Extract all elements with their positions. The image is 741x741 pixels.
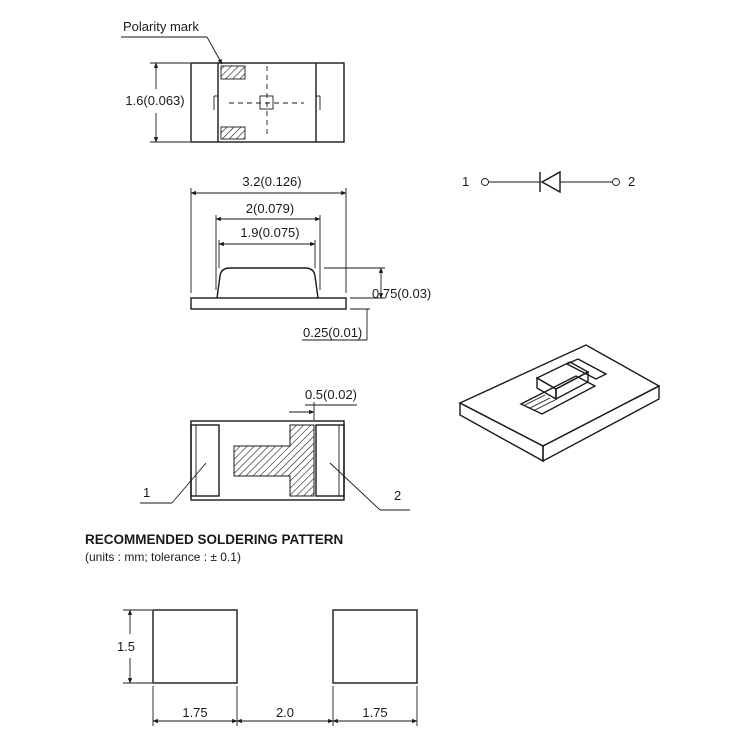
side-view: 3.2(0.126) 2(0.079) 1.9(0.075) 0.75(0.03… xyxy=(190,174,431,341)
solder-pad-right xyxy=(332,609,418,684)
inner-19-dimension: 1.9(0.075) xyxy=(240,225,299,240)
top-view: Polarity mark 1.6(0.063) xyxy=(121,19,345,143)
soldering-title: RECOMMENDED SOLDERING PATTERN xyxy=(85,532,343,547)
schematic-pin2-label: 2 xyxy=(628,174,635,189)
polarity-mark-top xyxy=(220,65,246,80)
pad-width-left-value: 1.75 xyxy=(182,705,207,720)
polarity-leader-arrow xyxy=(206,36,223,65)
polarity-mark-label: Polarity mark xyxy=(123,19,199,34)
soldering-pattern: RECOMMENDED SOLDERING PATTERN (units : m… xyxy=(85,532,418,726)
pad-right xyxy=(315,424,345,497)
iso-3d-view xyxy=(458,344,661,463)
led-die xyxy=(259,95,274,110)
pad-left xyxy=(190,424,220,497)
pin1-label: 1 xyxy=(143,485,150,500)
body-height-dimension: 0.75(0.03) xyxy=(372,286,431,301)
cathode-hatch xyxy=(233,424,315,497)
pad-width-right-value: 1.75 xyxy=(362,705,387,720)
length-dimension: 3.2(0.126) xyxy=(242,174,301,189)
spacing-value: 2.0 xyxy=(276,705,294,720)
diode-schematic: 1 2 xyxy=(462,170,635,194)
pad-height-dimension: 0.25(0.01) xyxy=(303,325,362,340)
diode-triangle xyxy=(540,170,561,194)
bottom-view: 0.5(0.02) 1 2 xyxy=(140,387,410,511)
inner-2-dimension: 2(0.079) xyxy=(246,201,294,216)
soldering-subtitle: (units : mm; tolerance : ± 0.1) xyxy=(85,550,241,564)
substrate xyxy=(190,297,347,310)
height-dimension: 1.6(0.063) xyxy=(125,93,184,108)
polarity-mark-bottom xyxy=(220,126,246,140)
top-view-outline xyxy=(190,62,345,143)
pin2-label: 2 xyxy=(394,488,401,503)
pad-height-value: 1.5 xyxy=(117,639,135,654)
schematic-pin1-label: 1 xyxy=(462,174,469,189)
lens-body xyxy=(216,267,319,299)
gap-dimension: 0.5(0.02) xyxy=(305,387,357,402)
solder-pad-left xyxy=(152,609,238,684)
